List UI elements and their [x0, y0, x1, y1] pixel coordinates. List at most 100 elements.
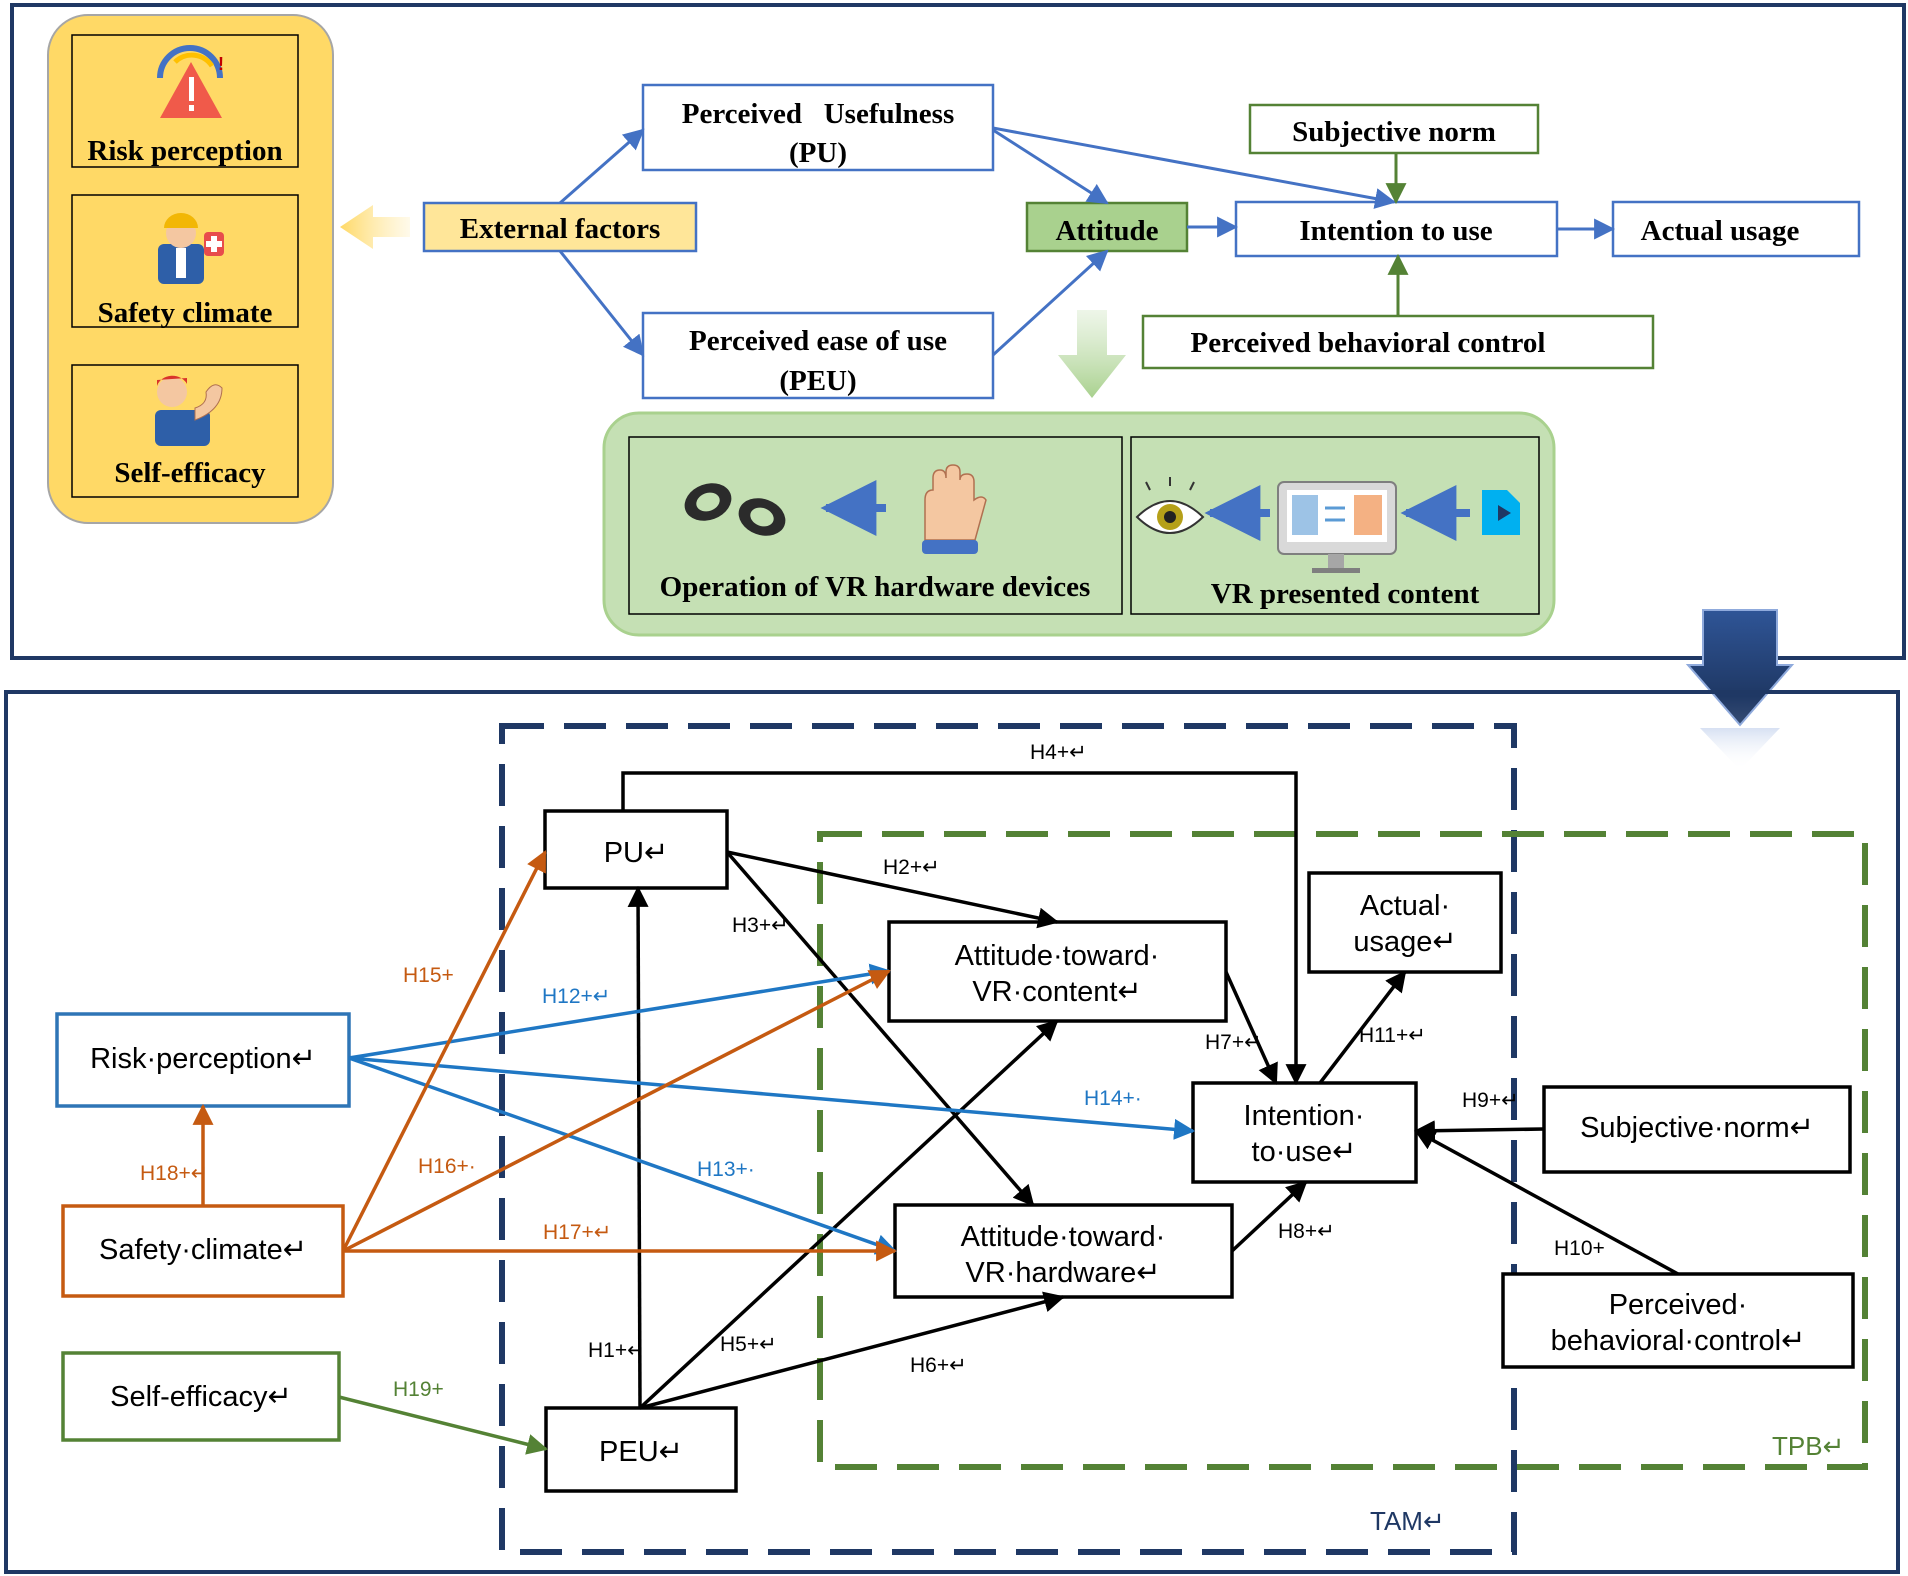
pu-box: Perceived Usefulness (PU) — [641, 83, 995, 172]
label-h9: H9+↵ — [1462, 1089, 1519, 1112]
vr-group — [602, 411, 1556, 637]
node-safety-climate: Safety·climate↵ — [61, 1204, 345, 1298]
external-factors-box: External factors — [422, 201, 698, 253]
top-connectors — [558, 126, 1616, 357]
peu-box: Perceived ease of use (PEU) — [641, 311, 995, 400]
edge-h2 — [726, 850, 1060, 929]
peu-abbrev: (PEU) — [779, 365, 856, 397]
safety-worker-icon — [158, 213, 224, 284]
node-pbc-line1: Perceived· — [1609, 1289, 1748, 1321]
node-attitude-hardware-line2: VR·hardware↵ — [965, 1257, 1160, 1289]
edge-h3 — [725, 850, 1035, 1207]
tam-label: TAM↵ — [1370, 1506, 1445, 1536]
hand-icon — [922, 464, 987, 554]
warning-gauge-icon: ! — [157, 45, 224, 118]
vr-content-label: VR presented content — [1211, 578, 1480, 610]
node-attitude-hardware-line1: Attitude·toward· — [961, 1221, 1166, 1253]
node-safety-climate-label: Safety·climate↵ — [99, 1234, 307, 1266]
edge-h19 — [338, 1395, 549, 1455]
safety-climate-label: Safety climate — [98, 297, 273, 329]
subjective-norm-box: Subjective norm — [1248, 103, 1540, 155]
safety-climate-card: Safety climate — [71, 194, 299, 329]
actual-usage-box: Actual usage — [1611, 200, 1861, 258]
bottom-panel-frame — [4, 690, 1900, 1574]
node-risk-perception: Risk·perception↵ — [55, 1012, 351, 1108]
node-subjective-norm: Subjective·norm↵ — [1542, 1085, 1852, 1174]
tam-region — [499, 723, 1517, 1555]
node-actual-usage-line2: usage↵ — [1353, 926, 1456, 958]
edge-h6 — [639, 1291, 1066, 1410]
external-factors-label: External factors — [460, 213, 661, 245]
tpb-region — [817, 831, 1868, 1470]
green-down-arrow — [1058, 310, 1126, 398]
peu-label: Perceived ease of use — [689, 325, 947, 357]
edge-h16 — [342, 969, 891, 1253]
node-attitude-content-line1: Attitude·toward· — [955, 940, 1160, 972]
node-pu: PU↵ — [543, 809, 729, 890]
monitor-icon — [1277, 481, 1397, 573]
vr-content-card: VR presented content — [1130, 436, 1540, 615]
label-h15: H15+ — [403, 964, 454, 987]
label-h10: H10+ — [1554, 1237, 1605, 1260]
tpb-label: TPB↵ — [1772, 1431, 1844, 1461]
label-h4: H4+↵ — [1030, 741, 1087, 764]
edge-h12 — [348, 963, 892, 1060]
node-self-efficacy: Self-efficacy↵ — [61, 1351, 341, 1442]
node-self-efficacy-label: Self-efficacy↵ — [110, 1381, 292, 1413]
attitude-label: Attitude — [1055, 215, 1158, 247]
label-h7: H7+↵ — [1205, 1031, 1262, 1054]
node-actual-usage: Actual· usage↵ — [1307, 871, 1503, 974]
node-attitude-content-line2: VR·content↵ — [972, 976, 1141, 1008]
pu-label: Perceived Usefulness — [682, 98, 955, 130]
subjective-norm-label: Subjective norm — [1292, 116, 1496, 148]
label-h1: H1+↵ — [588, 1339, 645, 1362]
label-h13: H13+· — [697, 1158, 755, 1181]
node-actual-usage-line1: Actual· — [1360, 890, 1450, 922]
node-pbc: Perceived· behavioral·control↵ — [1501, 1272, 1855, 1369]
intention-label: Intention to use — [1299, 215, 1492, 247]
node-intention-line1: Intention· — [1244, 1100, 1365, 1132]
edge-h7 — [1224, 971, 1278, 1085]
node-peu-label: PEU↵ — [599, 1436, 683, 1468]
video-file-icon — [1482, 490, 1520, 535]
edge-h9 — [1413, 1120, 1545, 1142]
pbc-box: Perceived behavioral control — [1141, 314, 1655, 370]
node-intention: Intention· to·use↵ — [1191, 1081, 1418, 1184]
edge-h11 — [1318, 970, 1407, 1085]
label-h18: H18+↵ — [140, 1162, 208, 1185]
strong-worker-icon — [155, 375, 223, 446]
edge-h5 — [638, 1019, 1059, 1410]
label-h19: H19+ — [393, 1378, 444, 1401]
intention-to-use-box: Intention to use — [1234, 200, 1559, 258]
edge-h4 — [621, 771, 1307, 1086]
label-h8: H8+↵ — [1278, 1220, 1335, 1243]
node-peu: PEU↵ — [544, 1406, 738, 1493]
actual-usage-label: Actual usage — [1641, 215, 1800, 247]
label-h5: H5+↵ — [720, 1333, 777, 1356]
edge-h14 — [348, 1056, 1196, 1140]
vr-hardware-label: Operation of VR hardware devices — [660, 571, 1091, 603]
hypothesis-labels: H1+↵ H2+↵ H3+↵ H4+↵ H5+↵ H6+↵ H7+↵ H8+↵ … — [140, 741, 1605, 1401]
edge-h10 — [1414, 1129, 1679, 1276]
self-efficacy-label: Self-efficacy — [114, 457, 266, 489]
svg-text:!: ! — [218, 54, 224, 74]
node-attitude-hardware: Attitude·toward· VR·hardware↵ — [893, 1203, 1234, 1299]
pbc-label: Perceived behavioral control — [1191, 327, 1546, 359]
vr-hardware-card: Operation of VR hardware devices — [628, 436, 1123, 615]
node-intention-line2: to·use↵ — [1252, 1136, 1357, 1168]
label-h3: H3+↵ — [732, 914, 789, 937]
self-efficacy-card: Self-efficacy — [71, 364, 299, 498]
eye-icon — [1135, 477, 1205, 534]
node-pbc-line2: behavioral·control↵ — [1551, 1325, 1806, 1357]
label-h11: H11+↵ — [1359, 1024, 1426, 1047]
hypothesis-edges — [192, 771, 1679, 1455]
label-h6: H6+↵ — [910, 1354, 967, 1377]
edge-h8 — [1230, 1180, 1308, 1253]
label-h17: H17+↵ — [543, 1221, 611, 1244]
attitude-box: Attitude — [1025, 201, 1189, 253]
panel-transition-arrow — [1685, 609, 1795, 770]
edge-h15 — [341, 850, 547, 1252]
label-h2: H2+↵ — [883, 856, 940, 879]
edge-h1 — [627, 885, 649, 1409]
